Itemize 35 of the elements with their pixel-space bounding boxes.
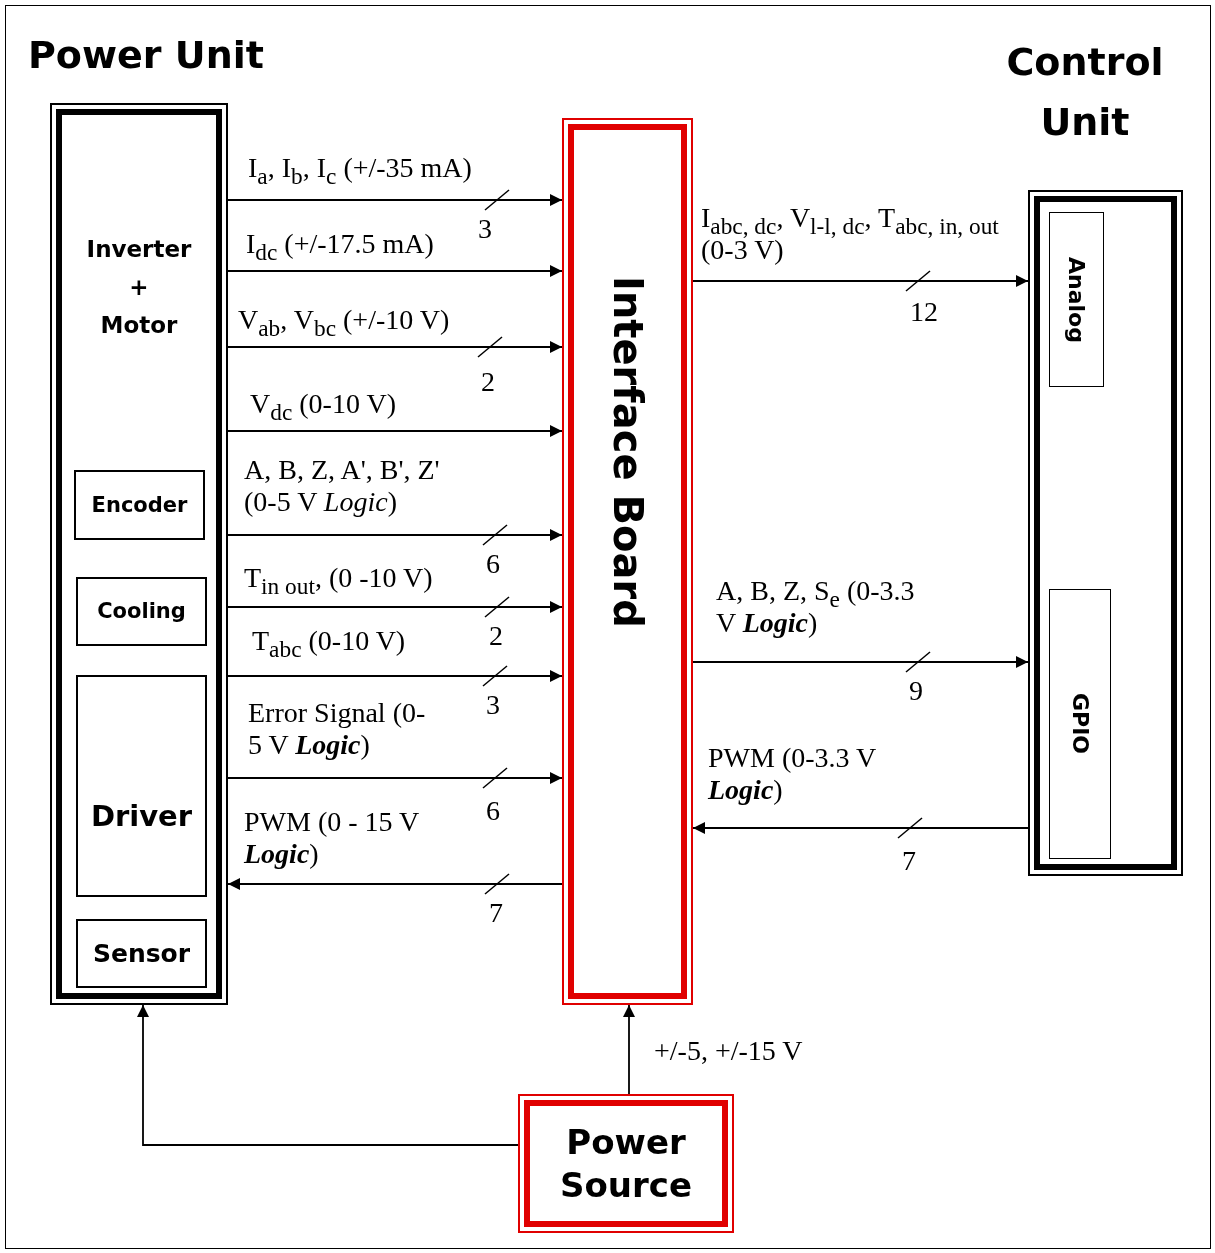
arrow xyxy=(692,275,1029,287)
arrow xyxy=(137,1004,519,1146)
arrow xyxy=(227,425,563,437)
unit-box xyxy=(50,103,228,1005)
unit-box xyxy=(1028,190,1183,876)
arrow xyxy=(692,822,1029,834)
arrow xyxy=(227,265,563,277)
node-label: GPIO xyxy=(1066,693,1094,755)
arrow xyxy=(227,601,563,613)
component-box xyxy=(76,675,207,897)
component-box xyxy=(76,919,207,988)
port-box xyxy=(1049,212,1104,387)
node-label: Driver xyxy=(90,797,193,835)
section-heading: Power Unit xyxy=(28,32,264,79)
board-box xyxy=(518,1094,734,1233)
node-label: Encoder xyxy=(91,491,188,519)
node-label: Cooling xyxy=(97,598,186,625)
component-box xyxy=(74,470,205,540)
arrow xyxy=(227,529,563,541)
arrow xyxy=(227,194,563,206)
node-label: Sensor xyxy=(92,937,191,970)
node-label: Inverter + Motor xyxy=(86,235,192,340)
node-label: Power Source xyxy=(558,1121,693,1206)
board-box xyxy=(562,118,693,1005)
port-box xyxy=(1049,589,1111,859)
component-box xyxy=(76,577,207,646)
node-label: Analog xyxy=(1063,256,1091,343)
node-label: Interface Board xyxy=(603,275,652,628)
section-heading: Control Unit xyxy=(1005,39,1165,146)
arrow xyxy=(623,1004,635,1095)
arrow xyxy=(692,656,1029,668)
arrow xyxy=(227,670,563,682)
arrow xyxy=(227,341,563,353)
arrow xyxy=(227,772,563,784)
arrow xyxy=(227,878,563,890)
